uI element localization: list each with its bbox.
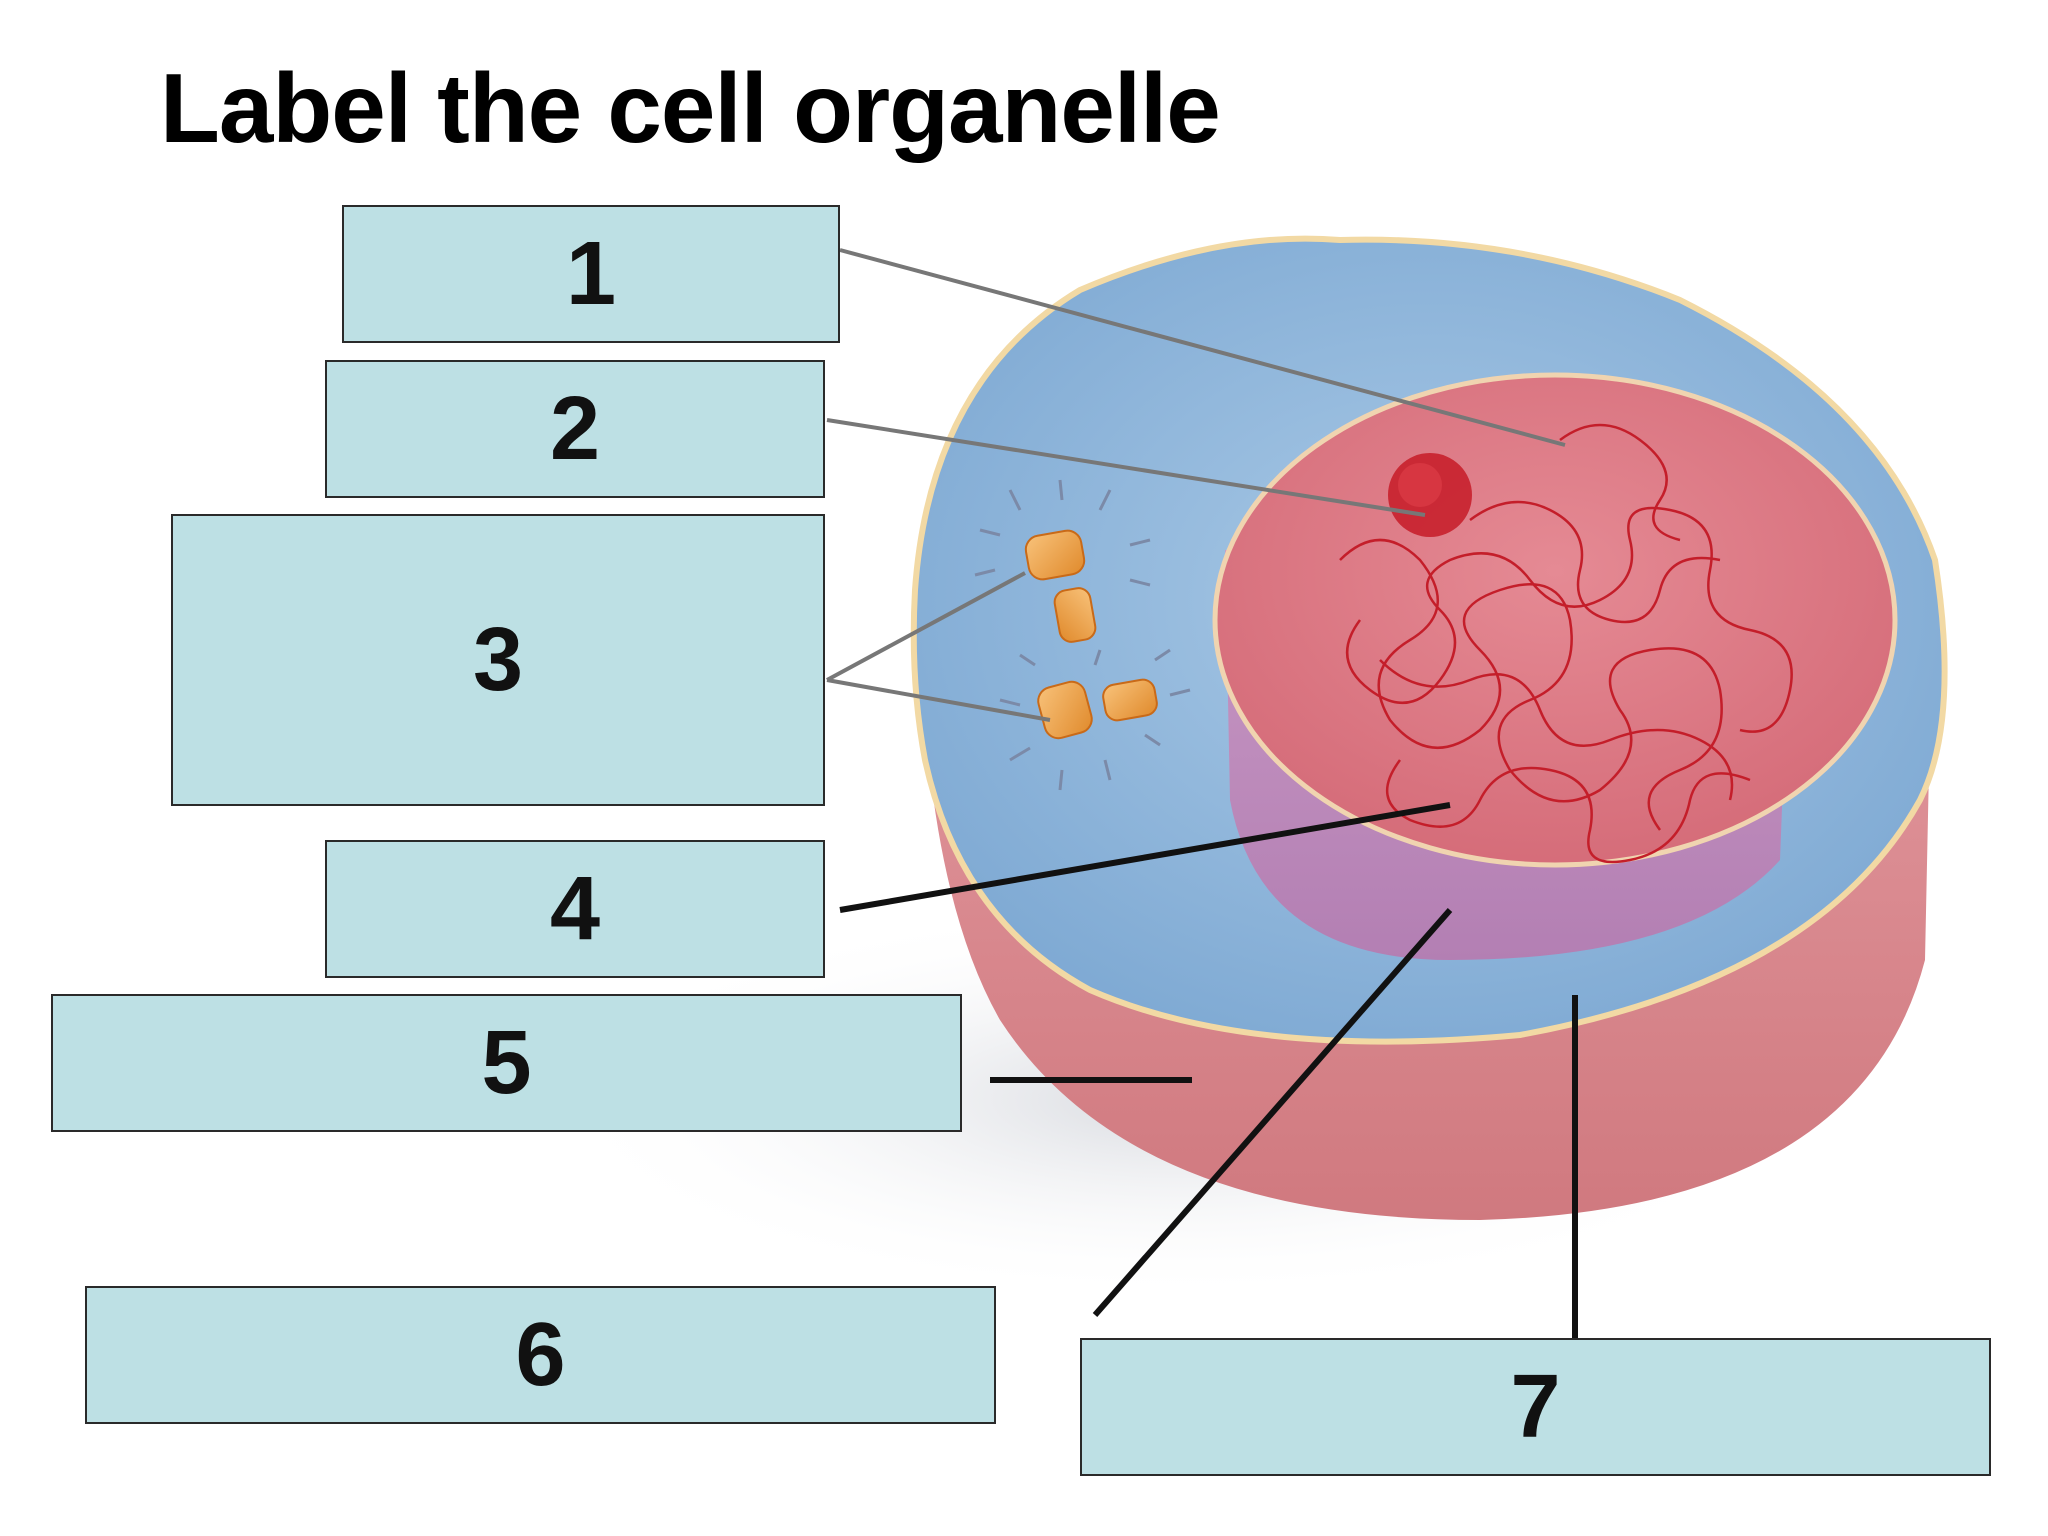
cell-side-wall — [920, 580, 1930, 1220]
leader-lines — [826, 248, 1578, 1338]
label-number-2: 2 — [549, 378, 601, 479]
leader-line-3b — [826, 678, 1051, 722]
label-box-6[interactable]: 6 — [85, 1286, 996, 1424]
label-number-1: 1 — [565, 223, 617, 324]
label-number-6: 6 — [515, 1304, 566, 1405]
leader-line-4 — [839, 802, 1451, 913]
centriole-1 — [1024, 529, 1086, 581]
label-number-4: 4 — [549, 858, 601, 959]
leader-line-6 — [1092, 908, 1453, 1317]
leader-line-2 — [826, 418, 1426, 517]
centriole-2 — [1053, 587, 1097, 643]
nucleolus-highlight — [1398, 463, 1442, 507]
centrioles — [974, 479, 1191, 791]
centriole-rays — [974, 479, 1191, 791]
centriole-4 — [1102, 678, 1158, 722]
chromatin — [1339, 423, 1793, 864]
leader-line-1 — [839, 248, 1566, 447]
label-box-4[interactable]: 4 — [325, 840, 825, 978]
label-box-1[interactable]: 1 — [342, 205, 840, 343]
label-number-5: 5 — [481, 1012, 532, 1113]
label-box-5[interactable]: 5 — [51, 994, 962, 1132]
label-box-7[interactable]: 7 — [1080, 1338, 1991, 1476]
label-number-3: 3 — [472, 609, 524, 710]
page-title: Label the cell organelle — [160, 53, 1221, 163]
nucleus — [1212, 372, 1898, 868]
leader-line-3a — [826, 571, 1026, 682]
centriole-3 — [1037, 680, 1093, 740]
label-box-3[interactable]: 3 — [171, 514, 825, 806]
label-box-2[interactable]: 2 — [325, 360, 825, 498]
label-number-7: 7 — [1510, 1356, 1561, 1457]
